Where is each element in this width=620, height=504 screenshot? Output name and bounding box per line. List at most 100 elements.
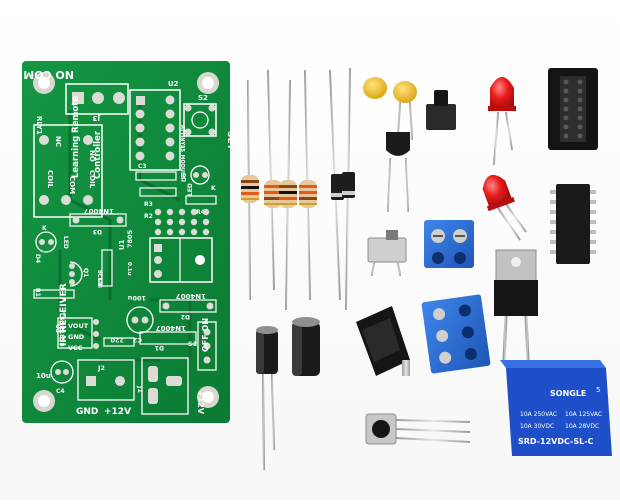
ic-chip-dip14 [550, 184, 596, 264]
d1-ref: D1 [155, 344, 164, 351]
d1-outline [139, 331, 197, 345]
resistor-2 [264, 69, 282, 291]
proto-pad [178, 218, 186, 226]
socket-hole [563, 79, 569, 85]
s2-button-ring [191, 111, 209, 129]
ic-pin [550, 230, 556, 234]
red-led-1 [488, 77, 516, 166]
c1-ref: C1 [96, 278, 103, 287]
transistor-to92 [386, 132, 410, 213]
terminal-block-2pin [424, 220, 474, 268]
proto-pad [154, 228, 162, 236]
u1-ref: U1 [118, 239, 126, 250]
j3-outline [65, 83, 129, 115]
d5-label: D5 [181, 173, 188, 182]
c3-label: C3 [138, 163, 147, 170]
relay-pad-4 [83, 195, 93, 205]
socket-hole [563, 88, 569, 94]
u3-ref: U3 [54, 324, 61, 333]
ic-pin [550, 220, 556, 224]
proto-pad [190, 228, 198, 236]
u3-gnd: GND [68, 333, 85, 341]
relay-nc-label: NC [54, 136, 62, 147]
ic-pin [550, 190, 556, 194]
relay-ref: RLY1 [35, 116, 43, 135]
socket-hole [577, 115, 583, 121]
relay-pad-3 [39, 195, 49, 205]
resistor-4 [299, 69, 317, 301]
proto-pad [190, 208, 198, 216]
proto-pad [202, 218, 210, 226]
relay-rating-2: 10A 125VAC [565, 411, 602, 418]
c4-value: 10u [36, 372, 51, 380]
j3-pads [72, 92, 125, 104]
r4-label: R4 [196, 209, 205, 216]
r2-label: R2 [144, 213, 153, 220]
ic-pin [590, 210, 596, 214]
relay-coil-right: COIL [88, 170, 96, 189]
relay-no-label: NO [88, 150, 96, 162]
socket-hole [563, 124, 569, 130]
relay-songle: SONGLE 5 10A 250VAC 10A 125VAC 10A 30VDC… [500, 360, 612, 456]
d5-led-text: LED [187, 183, 194, 196]
q1-outline [69, 261, 83, 287]
ic-pins [550, 190, 596, 254]
ceramic-capacitor-1 [363, 77, 387, 140]
r3-label: R3 [144, 201, 153, 208]
u3-pads [93, 319, 99, 349]
red-led-2 [482, 174, 527, 241]
u1-part: 7805 [126, 229, 134, 248]
d5-outline [190, 165, 210, 185]
j3-label: J3 [92, 114, 101, 122]
d2-ref: D2 [181, 313, 190, 320]
ir-receiver-module [365, 413, 471, 445]
r1-label: R1 [34, 288, 41, 297]
c1-outline [101, 249, 113, 287]
r3-outline [139, 187, 177, 197]
s1-outline [197, 321, 217, 371]
tactile-push-button [426, 90, 456, 142]
ic-pin [550, 210, 556, 214]
board-title-line2: Controller [93, 130, 103, 179]
plus12-side-label: +12V [196, 390, 205, 415]
s2-pads [184, 104, 216, 136]
pcb-board: NO COM NC J3 RLY1 NC NO COM COIL COIL AT… [2, 61, 235, 423]
slide-switch [367, 230, 407, 277]
proto-pad [154, 208, 162, 216]
j1-outline [141, 357, 189, 415]
u3-vcc: VCC [68, 344, 83, 352]
u3-outline [57, 317, 93, 349]
proto-pad [190, 218, 198, 226]
socket-hole [563, 115, 569, 121]
d3-ref: D3 [93, 228, 102, 235]
ic-socket-dip14 [548, 68, 598, 150]
diode-1n4007-b [342, 67, 355, 311]
gnd-label: GND [76, 407, 98, 417]
ic-pin [550, 240, 556, 244]
relay-coil-left: COIL [46, 170, 54, 189]
mounting-holes [33, 72, 219, 412]
q1-part: BC548 [96, 270, 102, 288]
proto-pad [166, 218, 174, 226]
d4-ref: D4 [34, 254, 41, 263]
relay-rating-4: 10A 28VDC [565, 423, 599, 430]
proto-pad [202, 208, 210, 216]
relay-pins-mark: 5 [596, 386, 600, 394]
proto-pad [166, 208, 174, 216]
s1-ref: S1 [188, 340, 198, 348]
board-title-line1: Learning Remote [71, 96, 81, 178]
voltage-regulator-to220 [494, 249, 538, 364]
socket-hole [563, 97, 569, 103]
ic-pin [550, 250, 556, 254]
d2-outline [159, 299, 217, 313]
ic-pin [590, 240, 596, 244]
socket-hole [577, 79, 583, 85]
dc-barrel-jack [356, 306, 410, 376]
u3-part: TSOP1838 [58, 312, 65, 347]
j2-ref: J2 [97, 364, 105, 372]
s2-outline [183, 103, 217, 137]
ic-pin [590, 200, 596, 204]
j2-pads [86, 376, 125, 386]
header-no-com-nc: NO COM NC [2, 68, 74, 81]
